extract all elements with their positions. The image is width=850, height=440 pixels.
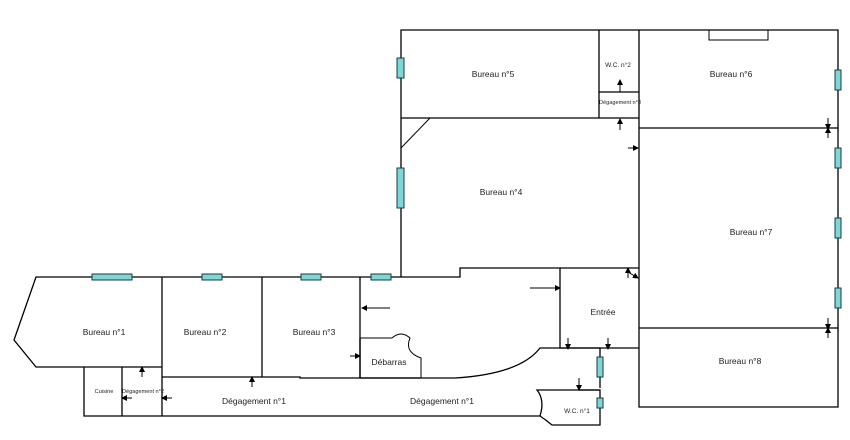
window xyxy=(396,57,405,79)
room-label-bureau-2: Bureau n°2 xyxy=(184,327,227,337)
room-label-bureau-4: Bureau n°4 xyxy=(480,187,523,197)
window xyxy=(201,273,223,281)
room-label-bureau-6: Bureau n°6 xyxy=(710,69,753,79)
room-label-bureau-7: Bureau n°7 xyxy=(730,227,773,237)
room-label-wc-2: W.C. n°2 xyxy=(605,61,631,69)
windows xyxy=(91,57,842,409)
window xyxy=(300,273,322,281)
room-label-bureau-1: Bureau n°1 xyxy=(83,327,126,337)
window xyxy=(370,273,392,281)
window xyxy=(834,147,842,169)
window xyxy=(91,273,133,281)
window xyxy=(834,287,842,309)
window xyxy=(596,397,604,409)
room-label-bureau-5: Bureau n°5 xyxy=(472,69,515,79)
room-labels: Bureau n°5 W.C. n°2 Dégagement n°3 Burea… xyxy=(83,61,773,415)
room-label-entree: Entrée xyxy=(590,307,615,317)
window xyxy=(596,356,604,378)
room-label-degagement-1: Dégagement n°1 xyxy=(222,396,286,406)
room-label-bureau-8: Bureau n°8 xyxy=(719,356,762,366)
wall-lower-outline xyxy=(13,276,540,417)
room-label-cuisine: Cuisine xyxy=(95,389,114,395)
window xyxy=(834,217,842,239)
room-label-degagement-2: Dégagement n°2 xyxy=(122,389,164,395)
room-label-wc-1: W.C. n°1 xyxy=(564,407,590,415)
window xyxy=(396,167,405,209)
room-label-debarras: Débarras xyxy=(372,357,407,367)
window xyxy=(834,69,842,91)
walls xyxy=(13,29,839,426)
door-arrows xyxy=(121,79,831,401)
door-arrow xyxy=(627,271,639,279)
room-label-bureau-3: Bureau n°3 xyxy=(293,327,336,337)
room-label-degagement-1: Dégagement n°1 xyxy=(410,396,474,406)
room-label-degagement-3: Dégagement n°3 xyxy=(599,100,641,106)
